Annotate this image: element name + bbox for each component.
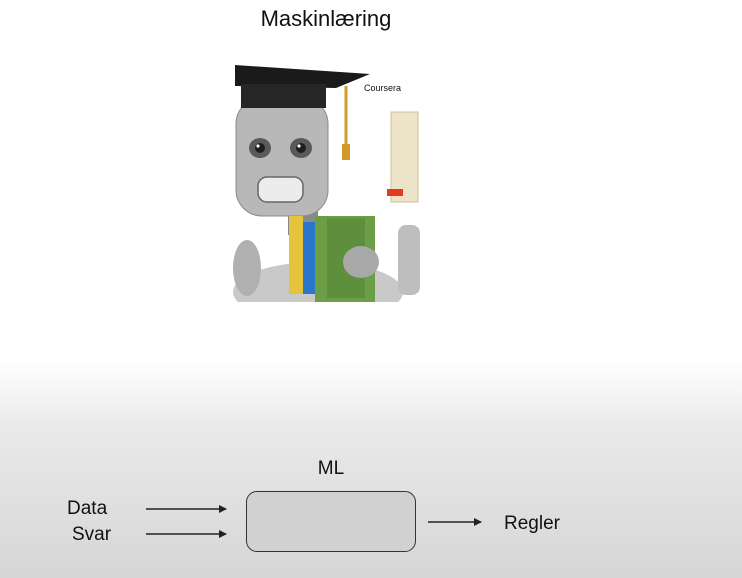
robot-graduate-illustration xyxy=(233,65,420,302)
robot-hand xyxy=(343,246,379,278)
book-blue xyxy=(303,222,315,294)
robot-mouth xyxy=(257,176,304,203)
output-label-regler: Regler xyxy=(504,513,560,534)
input-label-svar: Svar xyxy=(72,524,112,545)
robot-arm xyxy=(398,225,420,295)
ml-label: ML xyxy=(317,458,345,479)
diploma-scroll xyxy=(390,111,419,203)
input-label-data: Data xyxy=(67,498,108,519)
brand-caption: Coursera xyxy=(364,83,402,93)
ml-process-box xyxy=(246,491,416,552)
graduation-cap xyxy=(235,65,370,88)
slide-title: Maskinlæring xyxy=(260,6,392,31)
book-yellow xyxy=(289,216,303,294)
